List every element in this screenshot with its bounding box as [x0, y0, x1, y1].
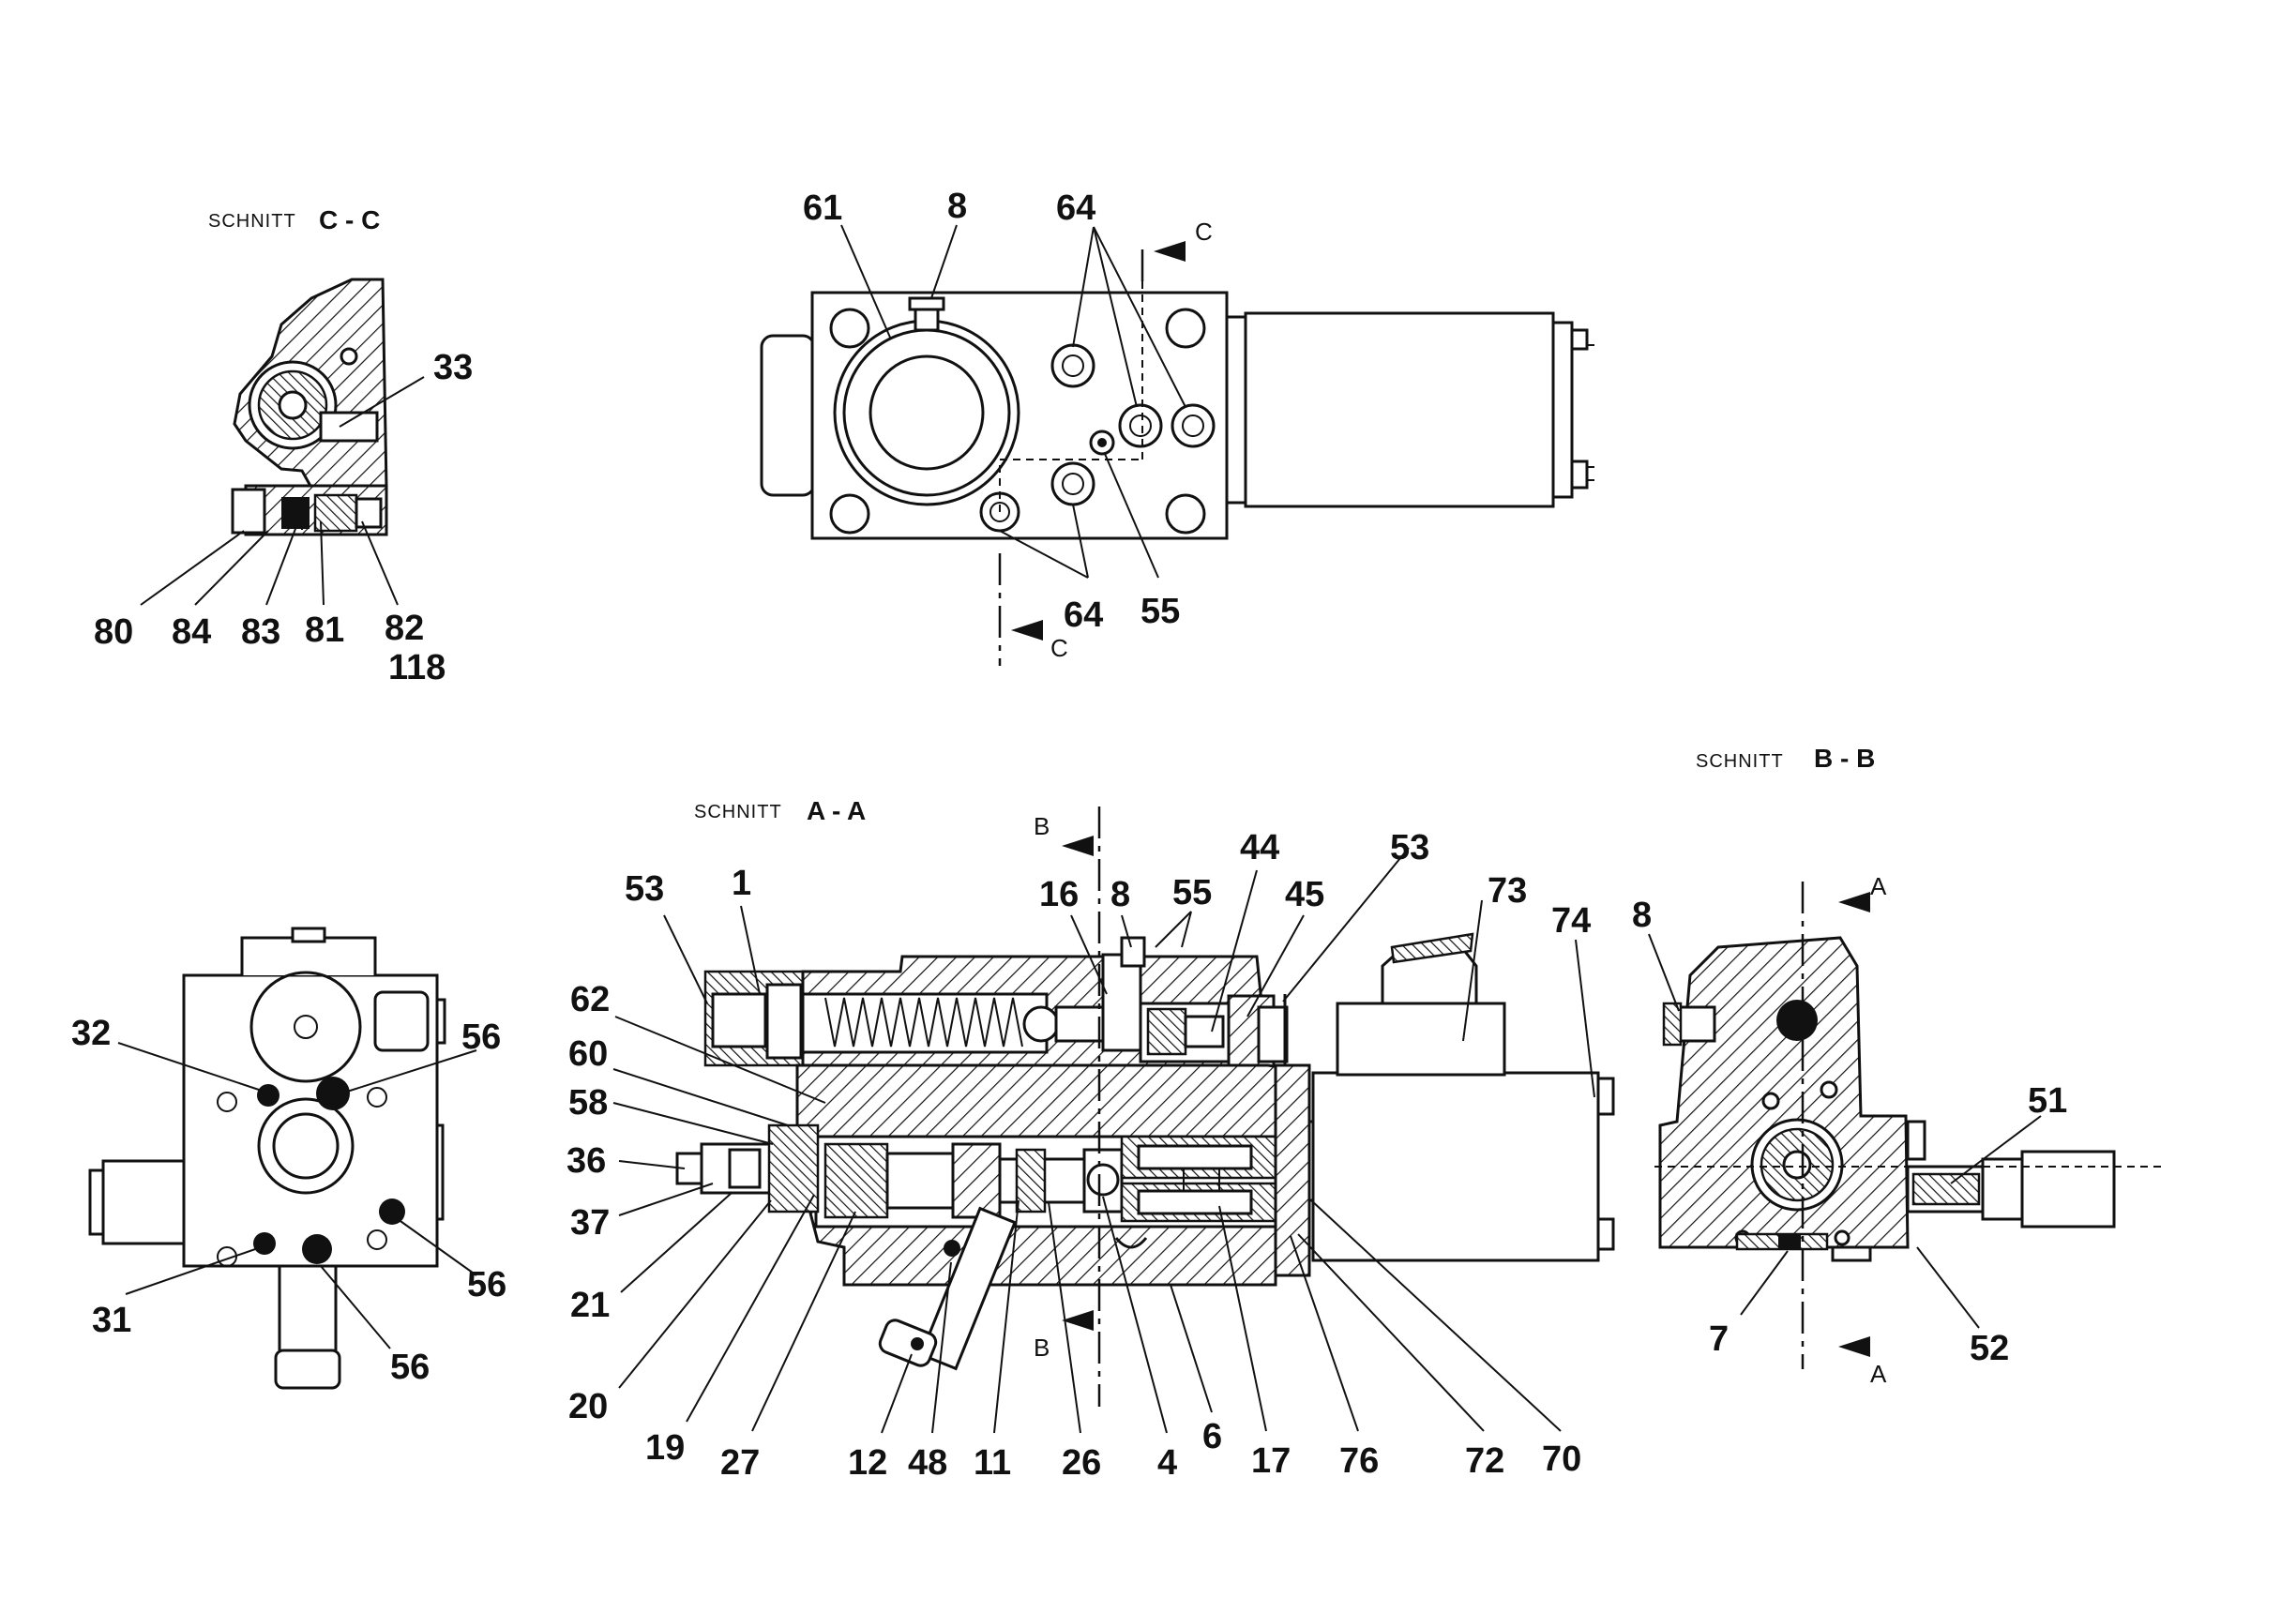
label-48: 48: [908, 1443, 947, 1483]
label-60: 60: [568, 1034, 608, 1074]
label-16: 16: [1039, 875, 1079, 914]
label-8-bb: 8: [1632, 896, 1652, 935]
section-c-c-word: SCHNITT: [208, 211, 296, 232]
label-70: 70: [1542, 1440, 1581, 1479]
cut-marker-a-top: A: [1870, 872, 1887, 900]
label-56-a: 56: [461, 1018, 501, 1057]
label-53-left: 53: [625, 869, 664, 909]
label-4: 4: [1157, 1443, 1177, 1483]
label-12: 12: [848, 1443, 887, 1483]
label-1: 1: [732, 864, 751, 903]
label-44: 44: [1240, 828, 1279, 867]
label-32: 32: [71, 1014, 111, 1053]
label-81: 81: [305, 611, 344, 650]
label-58: 58: [568, 1083, 608, 1123]
label-83: 83: [241, 612, 280, 652]
label-56-b: 56: [467, 1265, 506, 1304]
label-36: 36: [566, 1141, 606, 1181]
label-55-aa: 55: [1172, 873, 1212, 912]
label-74: 74: [1551, 901, 1591, 941]
label-19: 19: [645, 1428, 685, 1468]
label-73: 73: [1488, 871, 1527, 911]
label-53-right: 53: [1390, 828, 1429, 867]
label-64-bottom: 64: [1064, 595, 1103, 635]
label-37: 37: [570, 1203, 610, 1243]
label-20: 20: [568, 1387, 608, 1426]
label-52: 52: [1970, 1329, 2009, 1368]
label-8-aa: 8: [1110, 875, 1130, 914]
label-80: 80: [94, 612, 133, 652]
label-27: 27: [720, 1443, 760, 1483]
label-8-top: 8: [947, 187, 967, 226]
label-33: 33: [433, 348, 473, 387]
section-c-c-view: SCHNITT C - C 33 80 84 83 81 82 118: [94, 205, 473, 687]
label-55-top: 55: [1140, 592, 1180, 631]
cut-marker-b-bottom: B: [1034, 1334, 1050, 1362]
label-61: 61: [803, 188, 842, 228]
section-b-b-id: B - B: [1814, 744, 1875, 773]
label-82: 82: [385, 609, 424, 648]
cut-marker-c-top: C: [1195, 218, 1213, 246]
section-b-b-word: SCHNITT: [1696, 751, 1784, 772]
label-64-top: 64: [1056, 188, 1095, 228]
label-45: 45: [1285, 875, 1324, 914]
label-26: 26: [1062, 1443, 1101, 1483]
label-62: 62: [570, 980, 610, 1019]
top-view: C C 61 8 64 64 55: [760, 187, 1594, 666]
label-51: 51: [2028, 1081, 2067, 1121]
label-7: 7: [1709, 1319, 1729, 1359]
label-21: 21: [570, 1286, 610, 1325]
section-a-a-view: SCHNITT A - A: [566, 796, 1615, 1483]
label-72: 72: [1465, 1441, 1504, 1481]
cut-marker-c-bottom: C: [1050, 634, 1068, 662]
section-a-a-word: SCHNITT: [694, 802, 782, 822]
label-17: 17: [1251, 1441, 1291, 1481]
label-84: 84: [172, 612, 211, 652]
label-6: 6: [1202, 1417, 1222, 1456]
section-c-c-id: C - C: [319, 205, 380, 234]
cut-marker-a-bottom: A: [1870, 1360, 1887, 1388]
label-56-c: 56: [390, 1348, 430, 1387]
section-a-a-id: A - A: [807, 796, 866, 825]
section-b-b-view: SCHNITT B - B A A 8 51 7 52: [1632, 744, 2167, 1388]
label-118: 118: [388, 648, 446, 687]
label-31: 31: [92, 1301, 131, 1340]
label-76: 76: [1339, 1441, 1379, 1481]
left-end-view: 32 56 56 56 31: [71, 927, 506, 1390]
label-11: 11: [974, 1443, 1011, 1483]
cut-marker-b-top: B: [1034, 812, 1050, 840]
